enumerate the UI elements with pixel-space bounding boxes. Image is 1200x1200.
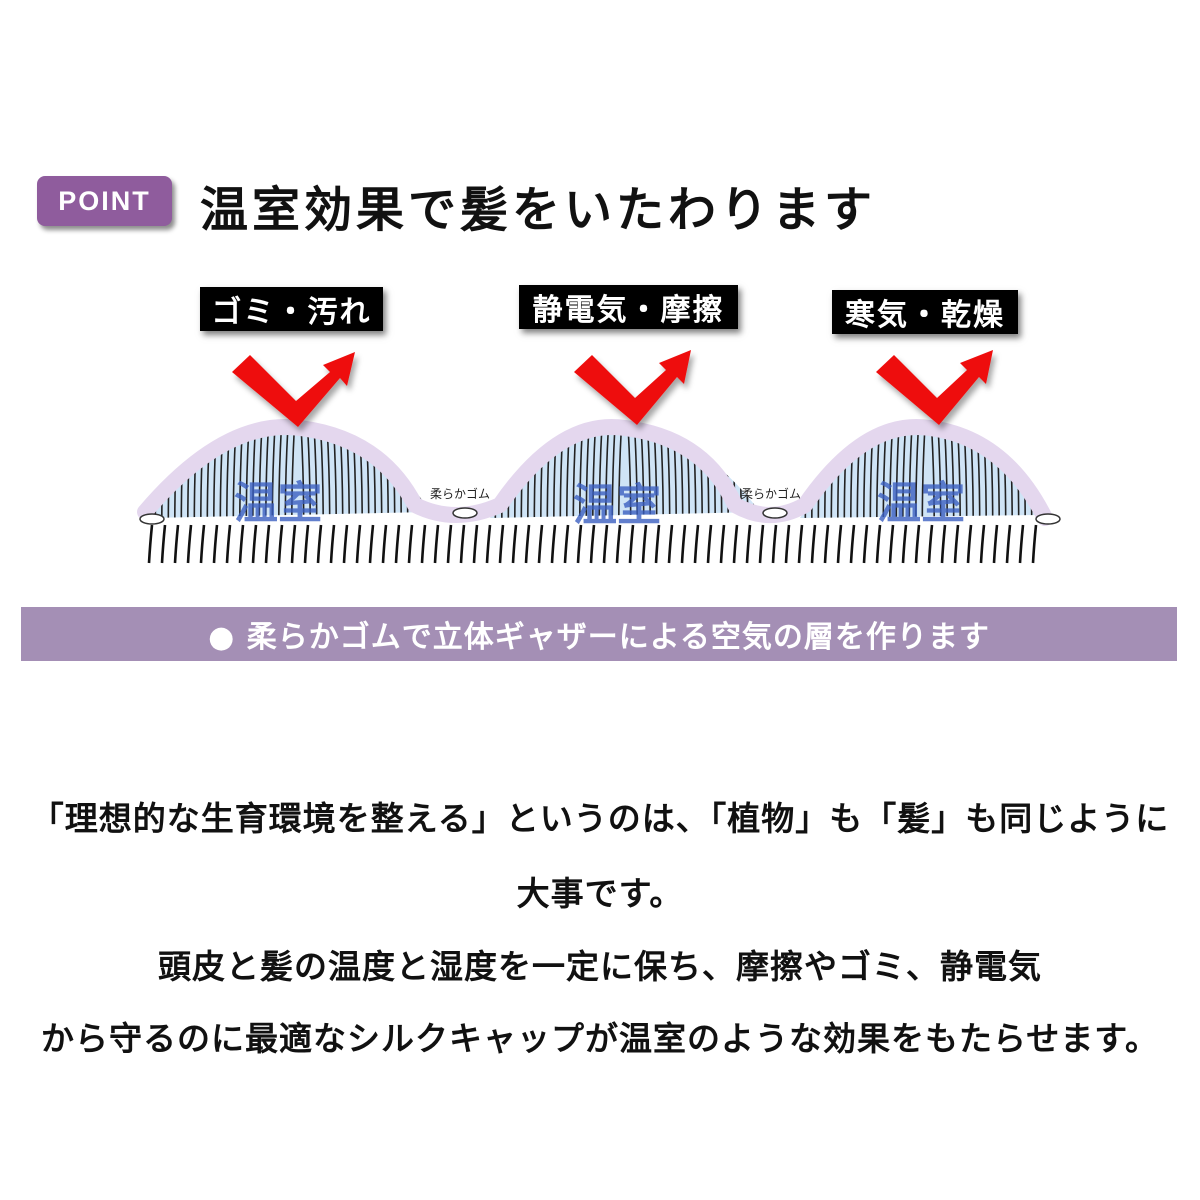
- silk-cap-wave: [137, 419, 1053, 526]
- elastic-label-2: 柔らかゴム: [741, 486, 801, 501]
- deflect-arrow-3: [876, 350, 993, 425]
- page-title: 温室効果で髪をいたわります: [200, 182, 877, 238]
- point-badge: POINT: [37, 176, 172, 226]
- deflect-arrow-2: [574, 350, 691, 425]
- deflect-arrow-1: [232, 352, 355, 427]
- greenhouse-label-2: 温室: [573, 480, 661, 531]
- body-line-4: から守るのに最適なシルクキャップが温室のような効果をもたらせます。: [40, 1019, 1160, 1058]
- hair-strands-thick: [147, 524, 1038, 564]
- threat-label-static: 静電気・摩擦: [519, 285, 738, 329]
- greenhouse-diagram: 温室 温室 温室 柔らかゴム 柔らかゴム: [137, 350, 1061, 564]
- threat-label-cold: 寒気・乾燥: [832, 290, 1018, 334]
- info-band: ● 柔らかゴムで立体ギャザーによる空気の層を作ります: [21, 607, 1177, 661]
- body-line-2: 大事です。: [516, 874, 684, 913]
- greenhouse-label-3: 温室: [877, 478, 965, 529]
- threat-label-dirt: ゴミ・汚れ: [200, 287, 383, 331]
- body-line-3: 頭皮と髪の温度と湿度を一定に保ち、摩擦やゴミ、静電気: [158, 947, 1042, 986]
- greenhouse-label-1: 温室: [234, 478, 322, 529]
- body-line-1: 「理想的な生育環境を整える」というのは、「植物」も「髪」も同じように: [30, 799, 1170, 838]
- elastic-band-marks: [139, 507, 1061, 525]
- elastic-label-1: 柔らかゴム: [430, 486, 490, 501]
